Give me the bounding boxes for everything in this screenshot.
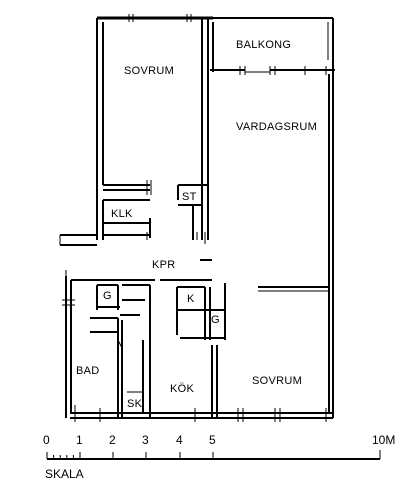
label-g-right: G xyxy=(211,314,220,326)
scale-tick-4: 4 xyxy=(176,433,183,447)
label-bad: BAD xyxy=(76,365,100,377)
scale-tick-3: 3 xyxy=(142,433,149,447)
label-balkong: BALKONG xyxy=(236,39,291,51)
label-kok: KÖK xyxy=(170,383,194,395)
scale-end-label: 10M xyxy=(372,433,395,447)
interior-walls xyxy=(71,184,329,418)
label-kpr: KPR xyxy=(152,259,176,271)
scale-title: SKALA xyxy=(45,467,84,481)
label-g-left: G xyxy=(103,290,112,302)
label-sovrum-top: SOVRUM xyxy=(124,65,174,77)
label-st: ST xyxy=(182,191,197,203)
label-klk: KLK xyxy=(111,208,133,220)
outer-walls xyxy=(59,16,335,419)
room-labels: BALKONG SOVRUM VARDAGSRUM ST KLK KPR G K… xyxy=(76,39,317,410)
scale-tick-0: 0 xyxy=(43,433,50,447)
scale-tick-2: 2 xyxy=(109,433,116,447)
scale-tick-5: 5 xyxy=(209,433,216,447)
label-k: K xyxy=(187,293,195,305)
label-sk: SK xyxy=(127,398,143,410)
scale-bar: 0 1 2 3 4 5 10M SKALA xyxy=(43,433,395,481)
label-vardagsrum: VARDAGSRUM xyxy=(236,121,317,133)
scale-tick-1: 1 xyxy=(76,433,83,447)
wall-ticks xyxy=(62,14,327,422)
label-sovrum-bottom: SOVRUM xyxy=(252,375,302,387)
